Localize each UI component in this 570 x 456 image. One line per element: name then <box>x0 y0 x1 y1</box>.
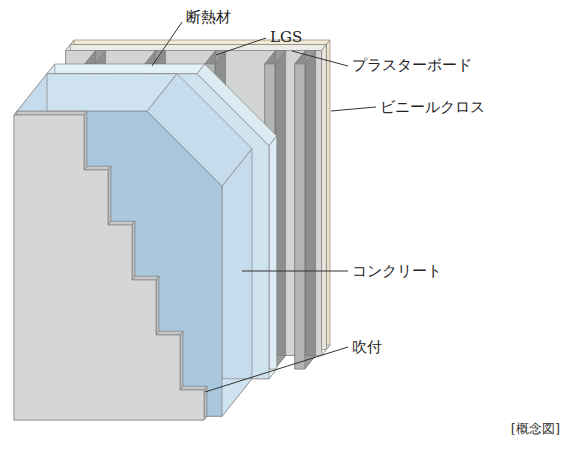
layer-side <box>47 64 205 74</box>
spray-finish-layer <box>14 111 207 420</box>
layer-face <box>14 115 204 420</box>
layer-side <box>180 386 207 390</box>
layer-side <box>269 136 277 379</box>
layer-side <box>180 331 183 390</box>
layer-side <box>156 331 183 335</box>
leader-line <box>205 347 348 392</box>
leader-line <box>216 38 266 55</box>
part-label: 断熱材 <box>186 8 231 26</box>
layer-side <box>84 111 87 170</box>
layer-side <box>156 276 159 335</box>
part-label: コンクリート <box>352 262 442 280</box>
layer-side <box>84 166 111 170</box>
part-label: LGS <box>270 28 302 46</box>
layer-side <box>108 221 135 225</box>
layer-side <box>14 111 87 115</box>
part-label: 吹付 <box>352 338 382 356</box>
layer-side <box>295 51 306 370</box>
leader-line <box>152 22 182 66</box>
leader-line <box>242 271 348 272</box>
layer-side <box>322 45 327 356</box>
leader-line <box>292 51 348 66</box>
caption: [概念図] <box>511 420 560 438</box>
layer-side <box>305 51 316 370</box>
layer-face <box>295 64 305 369</box>
layer-side <box>222 149 252 417</box>
part-label: ビニールクロス <box>380 98 485 116</box>
layer-side <box>132 276 159 280</box>
layer-side <box>132 221 135 280</box>
layer-side <box>108 166 111 225</box>
leader-line <box>331 107 376 111</box>
part-label: プラスターボード <box>352 56 472 74</box>
layer-side <box>326 40 330 350</box>
lgs-stud <box>295 51 316 370</box>
